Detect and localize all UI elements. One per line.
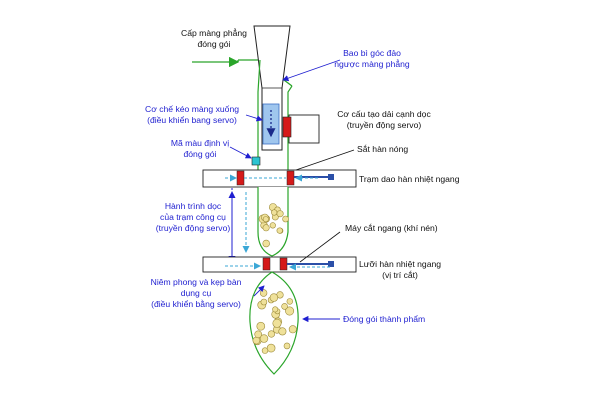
seal-clamp-label-1: Niêm phong và kẹp bàn [151, 277, 242, 287]
horizontal-station-label: Trạm dao hàn nhiệt ngang [359, 174, 460, 184]
leader-lines [229, 59, 355, 323]
finished-bag-label: Đóng gói thành phẩm [343, 314, 425, 324]
vertical-travel-label-1: Hành trình dọc [165, 201, 222, 211]
labels: Cấp màng phẳng đóng gói Bao bì góc đảo n… [145, 27, 460, 324]
lower-seal-jaws [202, 256, 357, 273]
seal-jaws-label-1: Lưỡi hàn nhiệt ngang [359, 259, 441, 269]
film-pull-label-2: (điều khiển bang servo) [147, 115, 237, 125]
product-pellet [281, 303, 288, 310]
product-pellet [254, 330, 263, 339]
former-label-2: ngược màng phẳng [334, 58, 410, 69]
product-pellet [272, 318, 282, 328]
film-pull-mechanism [262, 103, 280, 145]
vertical-sealer-label-1: Cơ cấu tạo dải cạnh dọc [337, 109, 431, 119]
seal-jaws-label-2: (vị trí cắt) [382, 270, 418, 280]
product-pellet [256, 321, 266, 331]
product-pellets-upper [258, 203, 289, 248]
product-pellet [262, 216, 269, 223]
product-pellet [259, 334, 269, 343]
product-pellet [259, 289, 268, 297]
product-pellet [262, 239, 270, 248]
vertical-travel-label-2: của trạm công cụ [160, 212, 226, 222]
registration-mark [251, 156, 261, 166]
forming-bag [257, 187, 289, 257]
vertical-sealer [282, 114, 320, 144]
product-pellet [278, 327, 287, 336]
product-pellet [260, 298, 268, 306]
product-pellet [285, 306, 295, 316]
product-pellet [272, 306, 279, 313]
product-pellet [276, 210, 284, 218]
product-pellet [283, 342, 291, 350]
product-pellets-lower [252, 289, 297, 354]
product-pellet [252, 336, 261, 345]
finished-bag [249, 271, 299, 375]
seal-clamp-label-3: (điều khiển bằng servo) [151, 299, 241, 309]
product-pellet [261, 347, 269, 354]
product-pellet [271, 209, 278, 216]
product-pellet [266, 343, 276, 353]
film-supply-label-2: đóng gói [198, 39, 231, 49]
former-label-1: Bao bì góc đảo [343, 48, 401, 58]
horizontal-seal-station [202, 169, 357, 188]
registration-mark-label-1: Mã màu định vị [171, 138, 229, 148]
product-pellet [269, 222, 276, 229]
product-pellet [286, 298, 293, 305]
product-pellet [269, 293, 279, 302]
product-pellet [288, 325, 297, 334]
product-pellet [276, 227, 283, 234]
seal-clamp-label-2: dụng cụ [181, 288, 212, 298]
hot-iron-label: Sắt hàn nóng [357, 144, 408, 154]
cutter-label: Máy cắt ngang (khí nén) [345, 223, 438, 233]
film-pull-label-1: Cơ chế kéo màng xuống [145, 104, 239, 114]
product-pellet [282, 215, 289, 223]
product-pellet [262, 224, 270, 232]
film-supply-label-1: Cấp màng phẳng [181, 27, 247, 38]
vertical-travel-arrows [228, 188, 250, 263]
registration-mark-label-2: đóng gói [184, 149, 217, 159]
product-pellet [267, 330, 276, 338]
vertical-travel-label-3: (truyền động servo) [156, 223, 231, 233]
film-tube-wall [257, 59, 293, 170]
vertical-sealer-label-2: (truyền động servo) [347, 120, 422, 130]
